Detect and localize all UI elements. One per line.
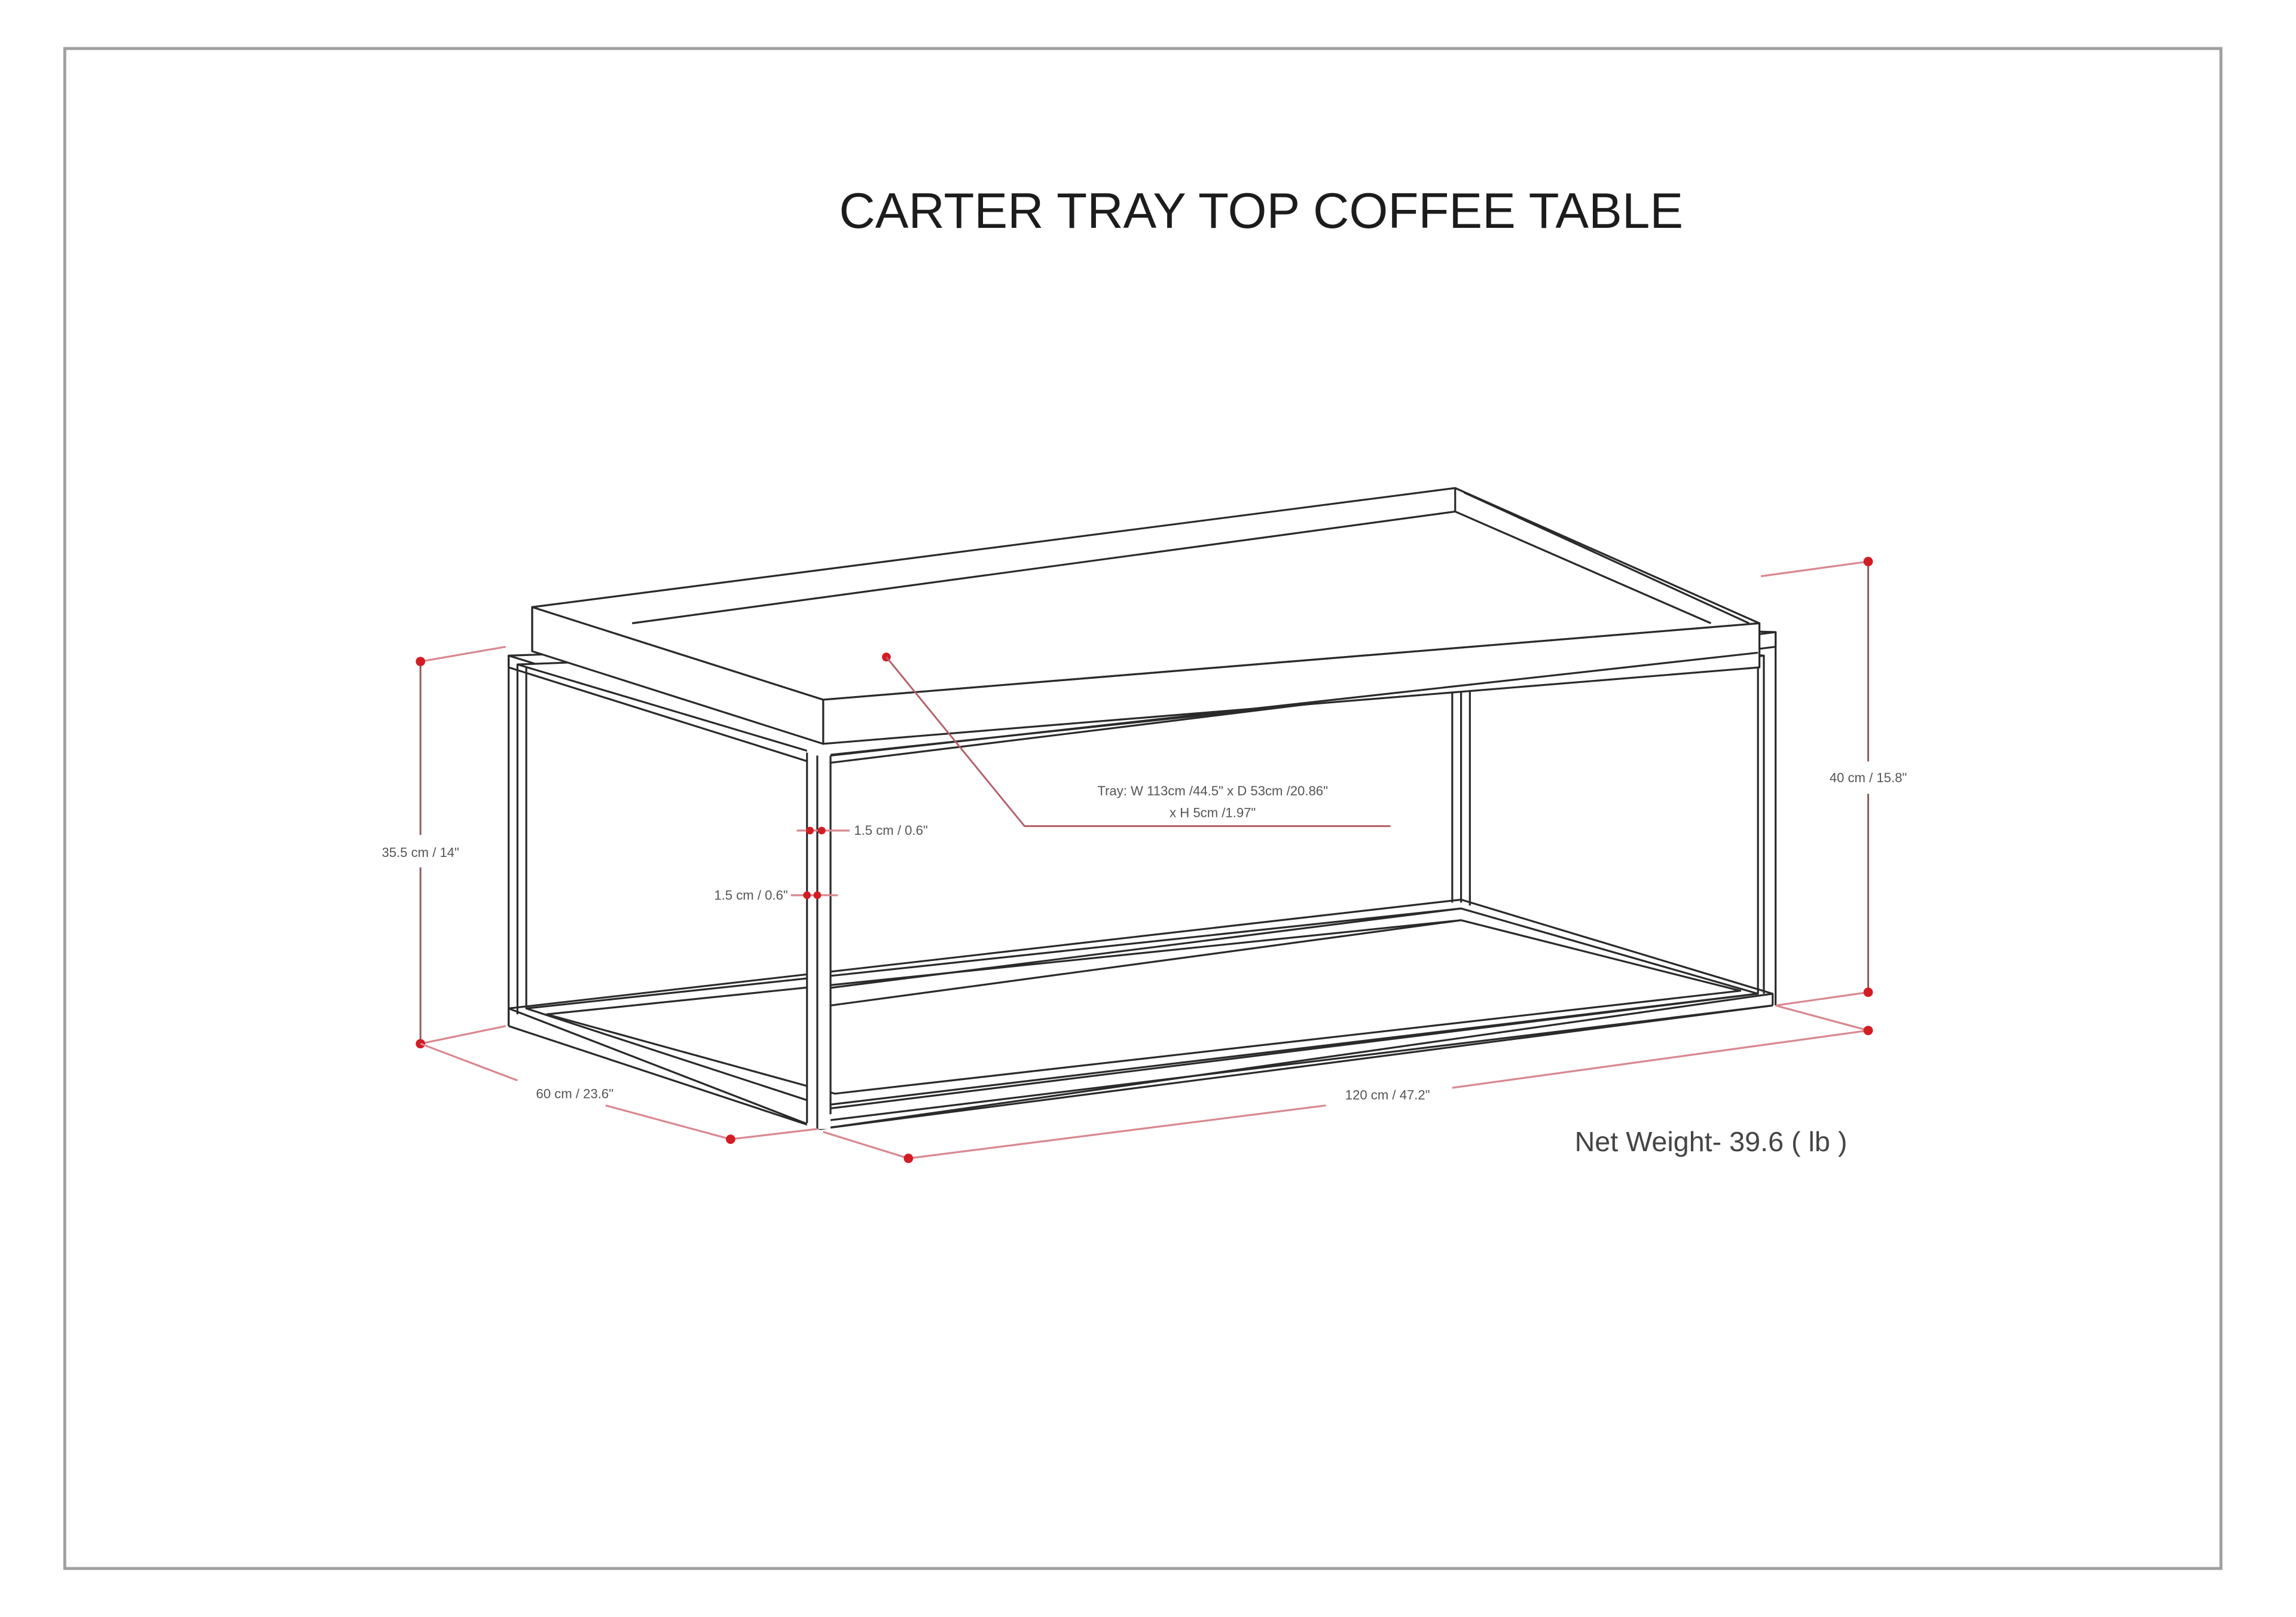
dimension-frame-height: 35.5 cm / 14"	[381, 646, 506, 1049]
leg-front-right	[1757, 632, 1777, 1006]
label-leg-width-top: 1.5 cm / 0.6"	[854, 823, 927, 838]
dimension-leg-width-top: 1.5 cm / 0.6"	[796, 823, 928, 838]
coffee-table-drawing	[508, 487, 1777, 1130]
leg-back-left	[508, 655, 527, 1026]
leg-back-right	[1451, 676, 1471, 906]
leg-front-left	[806, 651, 1773, 1129]
label-overall-height: 40 cm / 15.8"	[1830, 770, 1907, 785]
page-border	[63, 47, 2222, 1570]
label-width: 120 cm / 47.2"	[1345, 1088, 1430, 1103]
label-frame-height: 35.5 cm / 14"	[381, 845, 459, 860]
label-depth: 60 cm / 23.6"	[536, 1086, 614, 1101]
label-tray-line1: Tray: W 113cm /44.5" x D 53cm /20.86"	[1097, 783, 1328, 798]
tray	[531, 487, 1761, 745]
dimension-depth: 60 cm / 23.6"	[420, 1042, 818, 1144]
dimension-leg-width-side: 1.5 cm / 0.6"	[714, 887, 838, 902]
net-weight: Net Weight- 39.6 ( lb )	[1575, 1126, 1848, 1157]
dimension-tray-callout: Tray: W 113cm /44.5" x D 53cm /20.86" x …	[882, 652, 1391, 827]
label-tray-line2: x H 5cm /1.97"	[1170, 806, 1256, 820]
dimension-width: 120 cm / 47.2"	[823, 1004, 1873, 1163]
dimension-annotations: 40 cm / 15.8" 35.5 cm / 14" 60 cm / 23.6…	[381, 557, 1907, 1163]
product-title: CARTER TRAY TOP COFFEE TABLE	[839, 182, 1683, 239]
dimension-overall-height: 40 cm / 15.8"	[1760, 557, 1907, 1006]
label-leg-width-side: 1.5 cm / 0.6"	[714, 887, 787, 902]
